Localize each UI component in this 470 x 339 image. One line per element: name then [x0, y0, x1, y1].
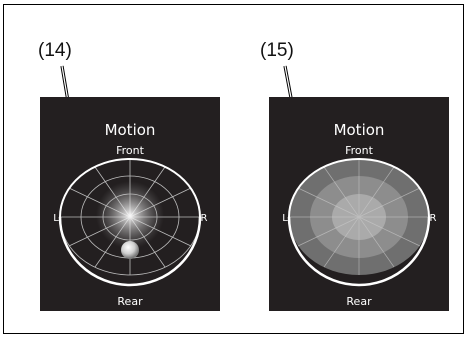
motion-title: Motion [105, 121, 156, 139]
front-label: Front [116, 144, 145, 157]
rear-label: Rear [117, 295, 143, 308]
sound-position-ball [121, 241, 139, 259]
left-label: L [53, 213, 59, 224]
sound-position-glow [96, 181, 164, 249]
right-label: R [201, 213, 208, 224]
motion-panel-14: Motion Front L R Rear [40, 97, 220, 311]
left-label: L [282, 213, 288, 224]
motion-title: Motion [334, 121, 385, 139]
rear-label: Rear [346, 295, 372, 308]
front-label: Front [345, 144, 374, 157]
right-label: R [430, 213, 437, 224]
motion-panel-15: Motion Front L R Rear [269, 97, 449, 311]
